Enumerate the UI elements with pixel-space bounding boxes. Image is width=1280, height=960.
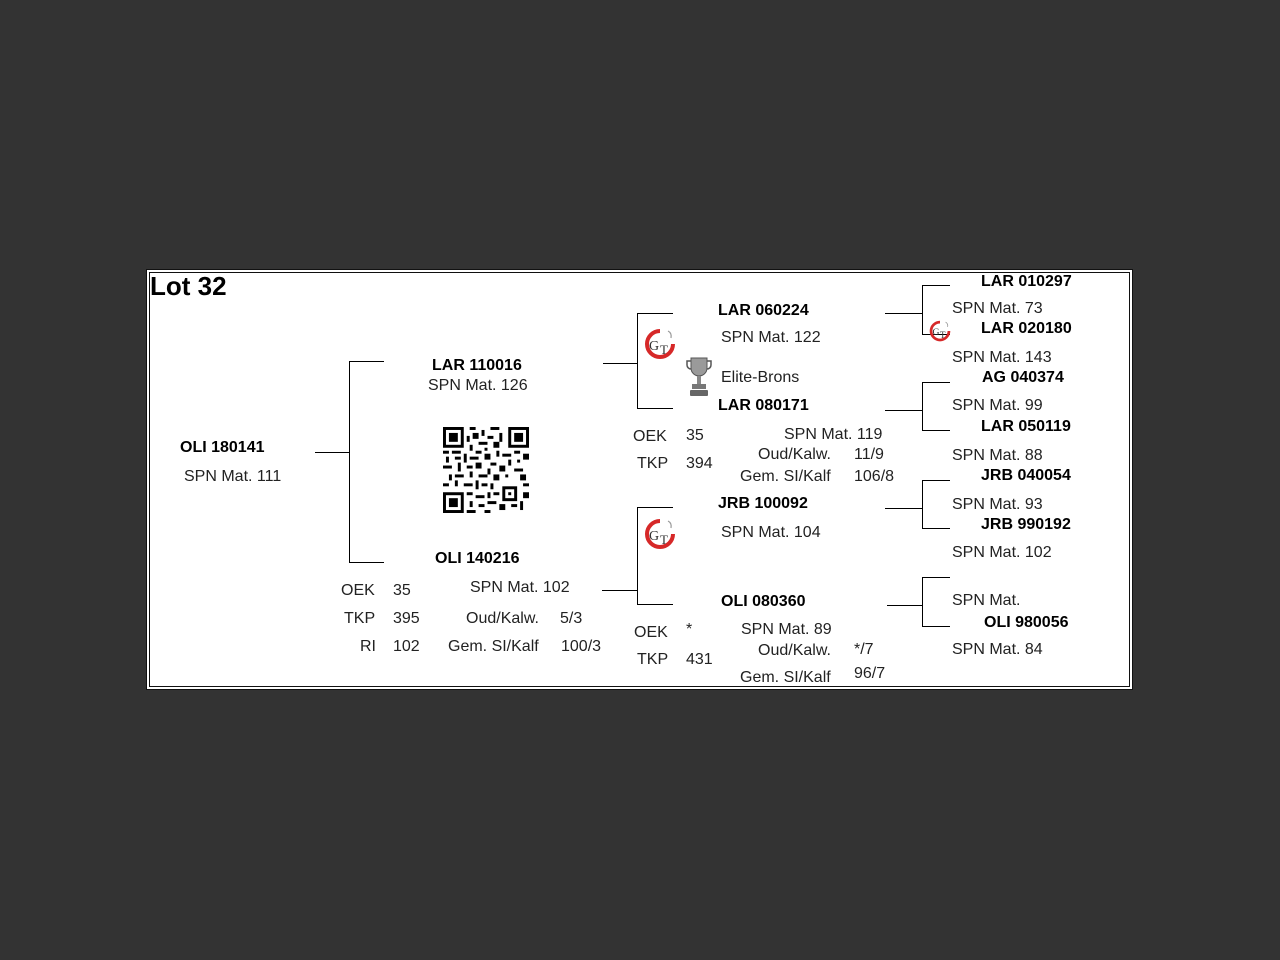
connector-line [922,480,923,529]
connector-line [922,285,950,286]
sire-dam-tkp-label: TKP [637,455,669,472]
connector-line [349,562,384,563]
qr-code-icon [443,427,529,513]
connector-line [922,430,950,431]
dam-tkp-value: 395 [393,610,420,627]
connector-line [922,528,950,529]
connector-line [885,508,922,509]
dam-oek-label: OEK [341,582,375,599]
sire-dam-gem-value: 106/8 [854,468,895,485]
pedigree-card: Lot 32 OLI 180141 SPN Mat. 111 LAR 11001… [146,269,1133,690]
dam-dam-tkp-label: TKP [637,651,669,668]
dam-sire-spn: SPN Mat. 104 [721,524,821,541]
dam-gem-label: Gem. SI/Kalf [448,638,539,655]
svg-text:G: G [932,327,939,338]
gen4-8-spn: SPN Mat. 84 [952,641,1043,658]
sire-dam-id: LAR 080171 [718,397,809,414]
connector-line [922,382,923,431]
gen4-6-spn: SPN Mat. 102 [952,544,1052,561]
svg-text:T: T [660,532,668,547]
gen4-3-id: AG 040374 [982,369,1064,386]
gen4-1-id: LAR 010297 [981,273,1072,290]
sire-dam-spn: SPN Mat. 119 [784,426,883,443]
gen4-7-spn: SPN Mat. [952,592,1021,609]
dam-sire-id: JRB 100092 [718,495,808,512]
dam-dam-oud-value: */7 [854,641,874,658]
gen4-5-id: JRB 040054 [981,467,1071,484]
gt-logo-icon: G T [645,329,675,359]
dam-ri-value: 102 [393,638,420,655]
connector-line [603,363,637,364]
connector-line [922,480,950,481]
connector-line [349,361,384,362]
connector-line [922,577,923,627]
award-label: Elite-Brons [721,369,800,386]
connector-line [602,590,637,591]
connector-line [922,382,950,383]
dam-gem-value: 100/3 [561,638,602,655]
animal-id: OLI 180141 [180,439,265,456]
connector-line [637,507,638,605]
dam-oud-label: Oud/Kalw. [466,610,539,627]
dam-tkp-label: TKP [344,610,376,627]
sire-sire-id: LAR 060224 [718,302,809,319]
dam-ri-label: RI [360,638,376,655]
svg-text:G: G [649,339,659,354]
dam-id: OLI 140216 [435,550,520,567]
sire-spn: SPN Mat. 126 [428,377,528,394]
dam-dam-oek-value: * [686,621,693,638]
trophy-icon [686,357,712,396]
dam-dam-tkp-value: 431 [686,651,713,668]
connector-line [637,507,673,508]
connector-line [887,605,922,606]
gt-logo-icon: G T [929,320,951,342]
gen4-3-spn: SPN Mat. 99 [952,397,1043,414]
sire-dam-oud-value: 11/9 [854,446,884,463]
connector-line [637,408,673,409]
connector-line [637,604,673,605]
dam-dam-gem-value: 96/7 [854,665,886,682]
connector-line [349,361,350,563]
dam-oud-value: 5/3 [560,610,583,627]
dam-dam-spn: SPN Mat. 89 [741,621,832,638]
dam-dam-oek-label: OEK [634,624,668,641]
gen4-4-spn: SPN Mat. 88 [952,447,1043,464]
gen4-4-id: LAR 050119 [981,418,1071,435]
connector-line [637,313,638,409]
lot-title: Lot 32 [150,271,227,301]
connector-line [885,313,922,314]
sire-dam-oek-value: 35 [686,427,704,444]
connector-line [922,285,923,335]
sire-id: LAR 110016 [432,357,522,374]
sire-dam-gem-label: Gem. SI/Kalf [740,468,831,485]
gen4-2-spn: SPN Mat. 143 [952,349,1052,366]
gen4-8-id: OLI 980056 [984,614,1069,631]
svg-text:G: G [649,529,659,544]
gen4-5-spn: SPN Mat. 93 [952,496,1043,513]
dam-oek-value: 35 [393,582,411,599]
gt-logo-icon: G T [645,519,675,549]
dam-dam-gem-label: Gem. SI/Kalf [740,669,831,686]
svg-text:T: T [940,330,946,340]
svg-text:T: T [660,342,668,357]
sire-dam-tkp-value: 394 [686,455,713,472]
dam-dam-oud-label: Oud/Kalw. [758,642,831,659]
sire-dam-oud-label: Oud/Kalw. [758,446,831,463]
dam-spn: SPN Mat. 102 [470,579,570,596]
dam-dam-id: OLI 080360 [721,593,806,610]
connector-line [922,577,950,578]
gen4-2-id: LAR 020180 [981,320,1072,337]
connector-line [922,334,950,335]
connector-line [885,410,922,411]
gen4-1-spn: SPN Mat. 73 [952,300,1043,317]
sire-dam-oek-label: OEK [633,428,667,445]
animal-spn: SPN Mat. 111 [184,468,282,485]
gen4-6-id: JRB 990192 [981,516,1071,533]
connector-line [922,626,950,627]
sire-sire-spn: SPN Mat. 122 [721,329,821,346]
connector-line [637,313,673,314]
connector-line [315,452,350,453]
